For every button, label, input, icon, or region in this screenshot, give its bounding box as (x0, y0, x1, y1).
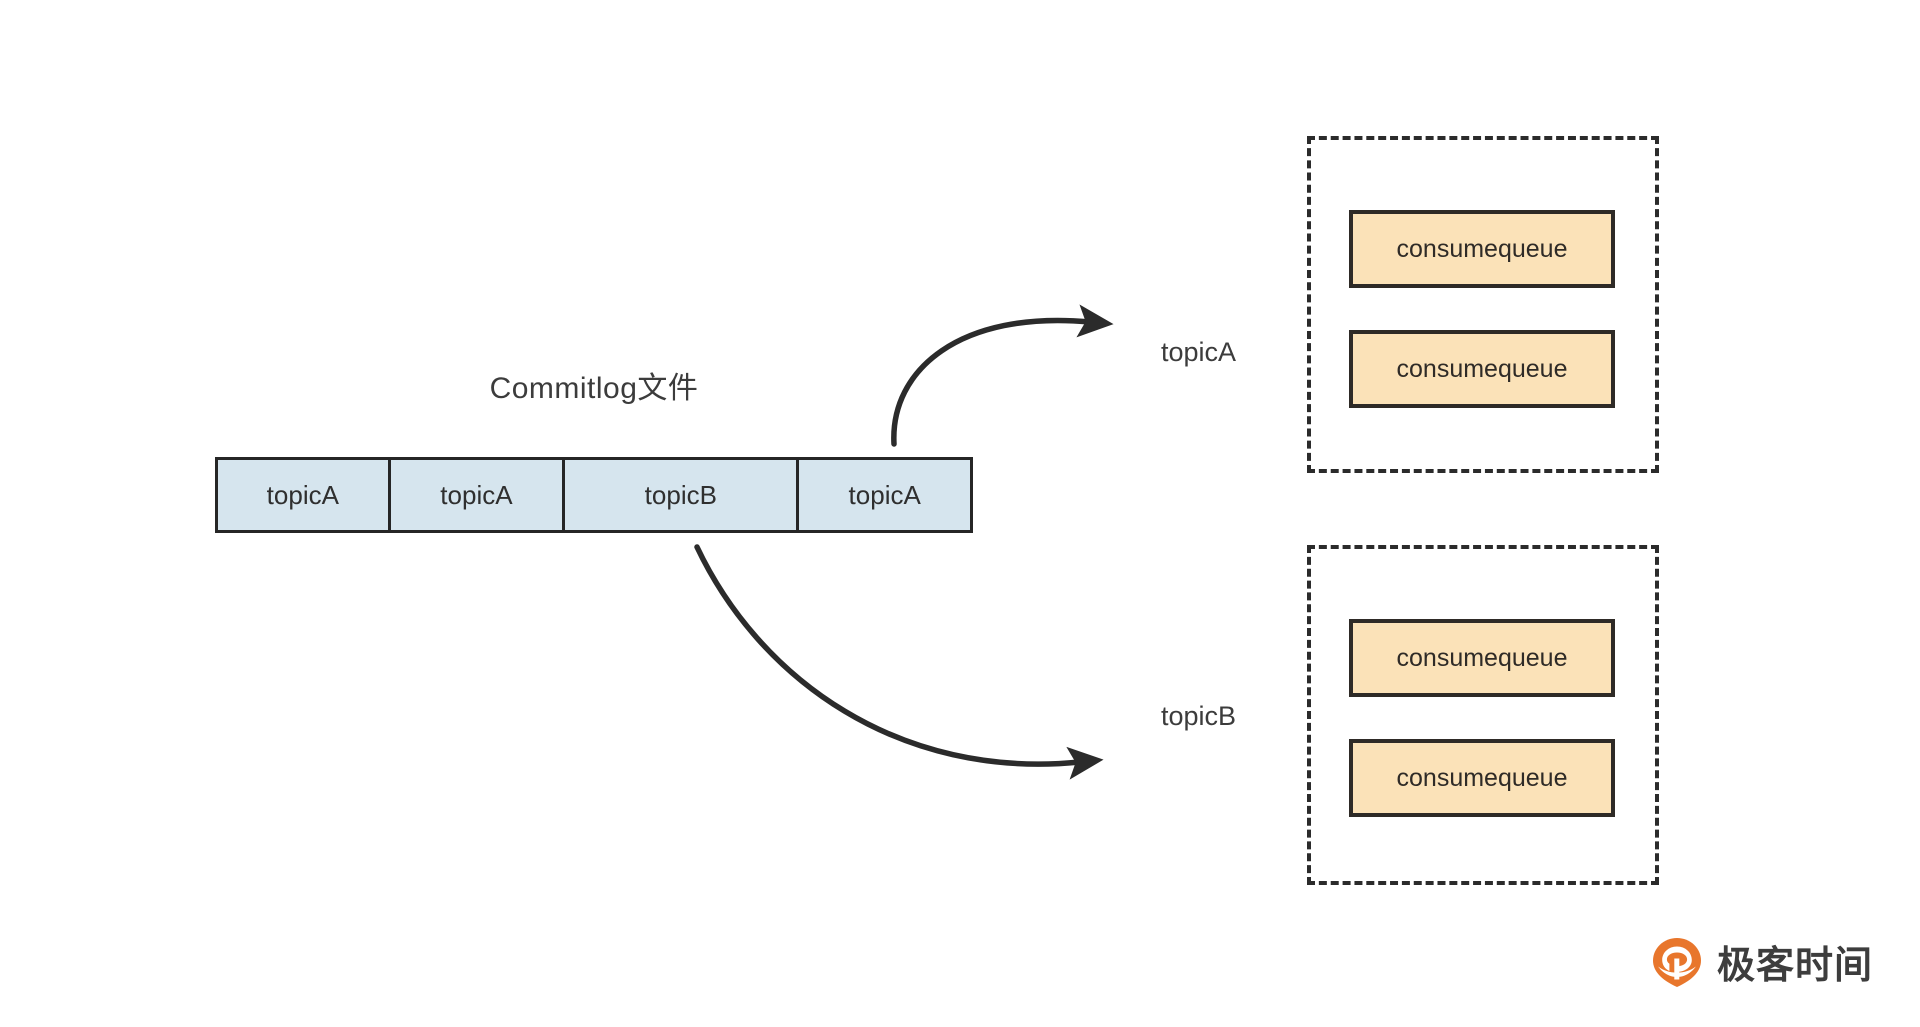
consumequeue-box[interactable]: consumequeue (1349, 739, 1615, 817)
commitlog-cell[interactable]: topicA (218, 460, 391, 530)
brand-logo: 极客时间 (1651, 934, 1873, 989)
commitlog-title: Commitlog文件 (489, 372, 699, 405)
commitlog-cell[interactable]: topicA (799, 460, 970, 530)
topic-label-a: topicA (1161, 337, 1237, 367)
arrow-commitlog-to-topicB (694, 544, 1104, 780)
commitlog-row: topicA topicA topicB topicA (215, 457, 973, 533)
commitlog-cell[interactable]: topicB (565, 460, 800, 530)
consumequeue-group-topicB: consumequeue consumequeue (1307, 545, 1659, 885)
geektime-mark-icon (1653, 937, 1701, 987)
consumequeue-group-topicA: consumequeue consumequeue (1307, 136, 1659, 473)
topic-label-b: topicB (1161, 701, 1237, 731)
brand-name: 极客时间 (1717, 943, 1874, 987)
arrow-commitlog-to-topicA (891, 304, 1114, 447)
consumequeue-box[interactable]: consumequeue (1349, 210, 1615, 288)
consumequeue-box[interactable]: consumequeue (1349, 619, 1615, 697)
consumequeue-box[interactable]: consumequeue (1349, 330, 1615, 408)
commitlog-cell[interactable]: topicA (390, 460, 566, 530)
